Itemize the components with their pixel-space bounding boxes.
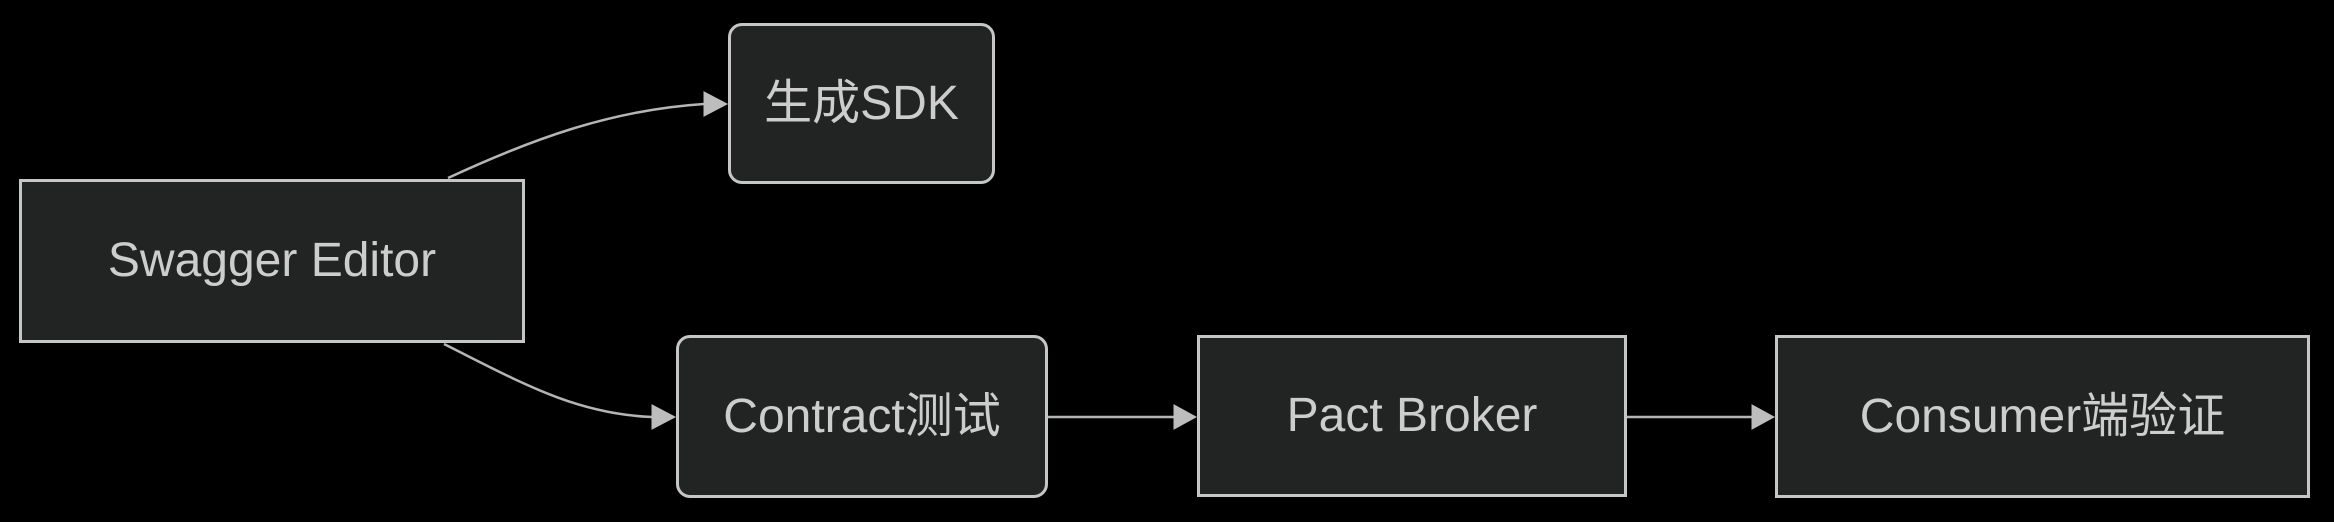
node-generate-sdk: 生成SDK — [728, 23, 995, 184]
node-swagger-editor-label: Swagger Editor — [107, 234, 437, 288]
node-consumer-verify: Consumer端验证 — [1775, 335, 2310, 498]
node-swagger-editor: Swagger Editor — [19, 179, 525, 343]
edge-swagger-editor-to-generate-sdk — [447, 102, 705, 180]
node-contract-test: Contract测试 — [676, 335, 1048, 498]
node-pact-broker-label: Pact Broker — [1286, 389, 1538, 443]
node-generate-sdk-label: 生成SDK — [764, 76, 959, 130]
node-pact-broker: Pact Broker — [1197, 335, 1627, 497]
arrowhead-icon — [703, 91, 729, 117]
node-contract-test-label: Contract测试 — [723, 389, 1001, 443]
node-consumer-verify-label: Consumer端验证 — [1859, 389, 2226, 443]
arrowhead-icon — [651, 404, 677, 430]
edge-swagger-editor-to-contract-test — [443, 342, 653, 419]
arrowhead-icon — [1751, 404, 1776, 430]
arrowhead-icon — [1173, 404, 1198, 430]
